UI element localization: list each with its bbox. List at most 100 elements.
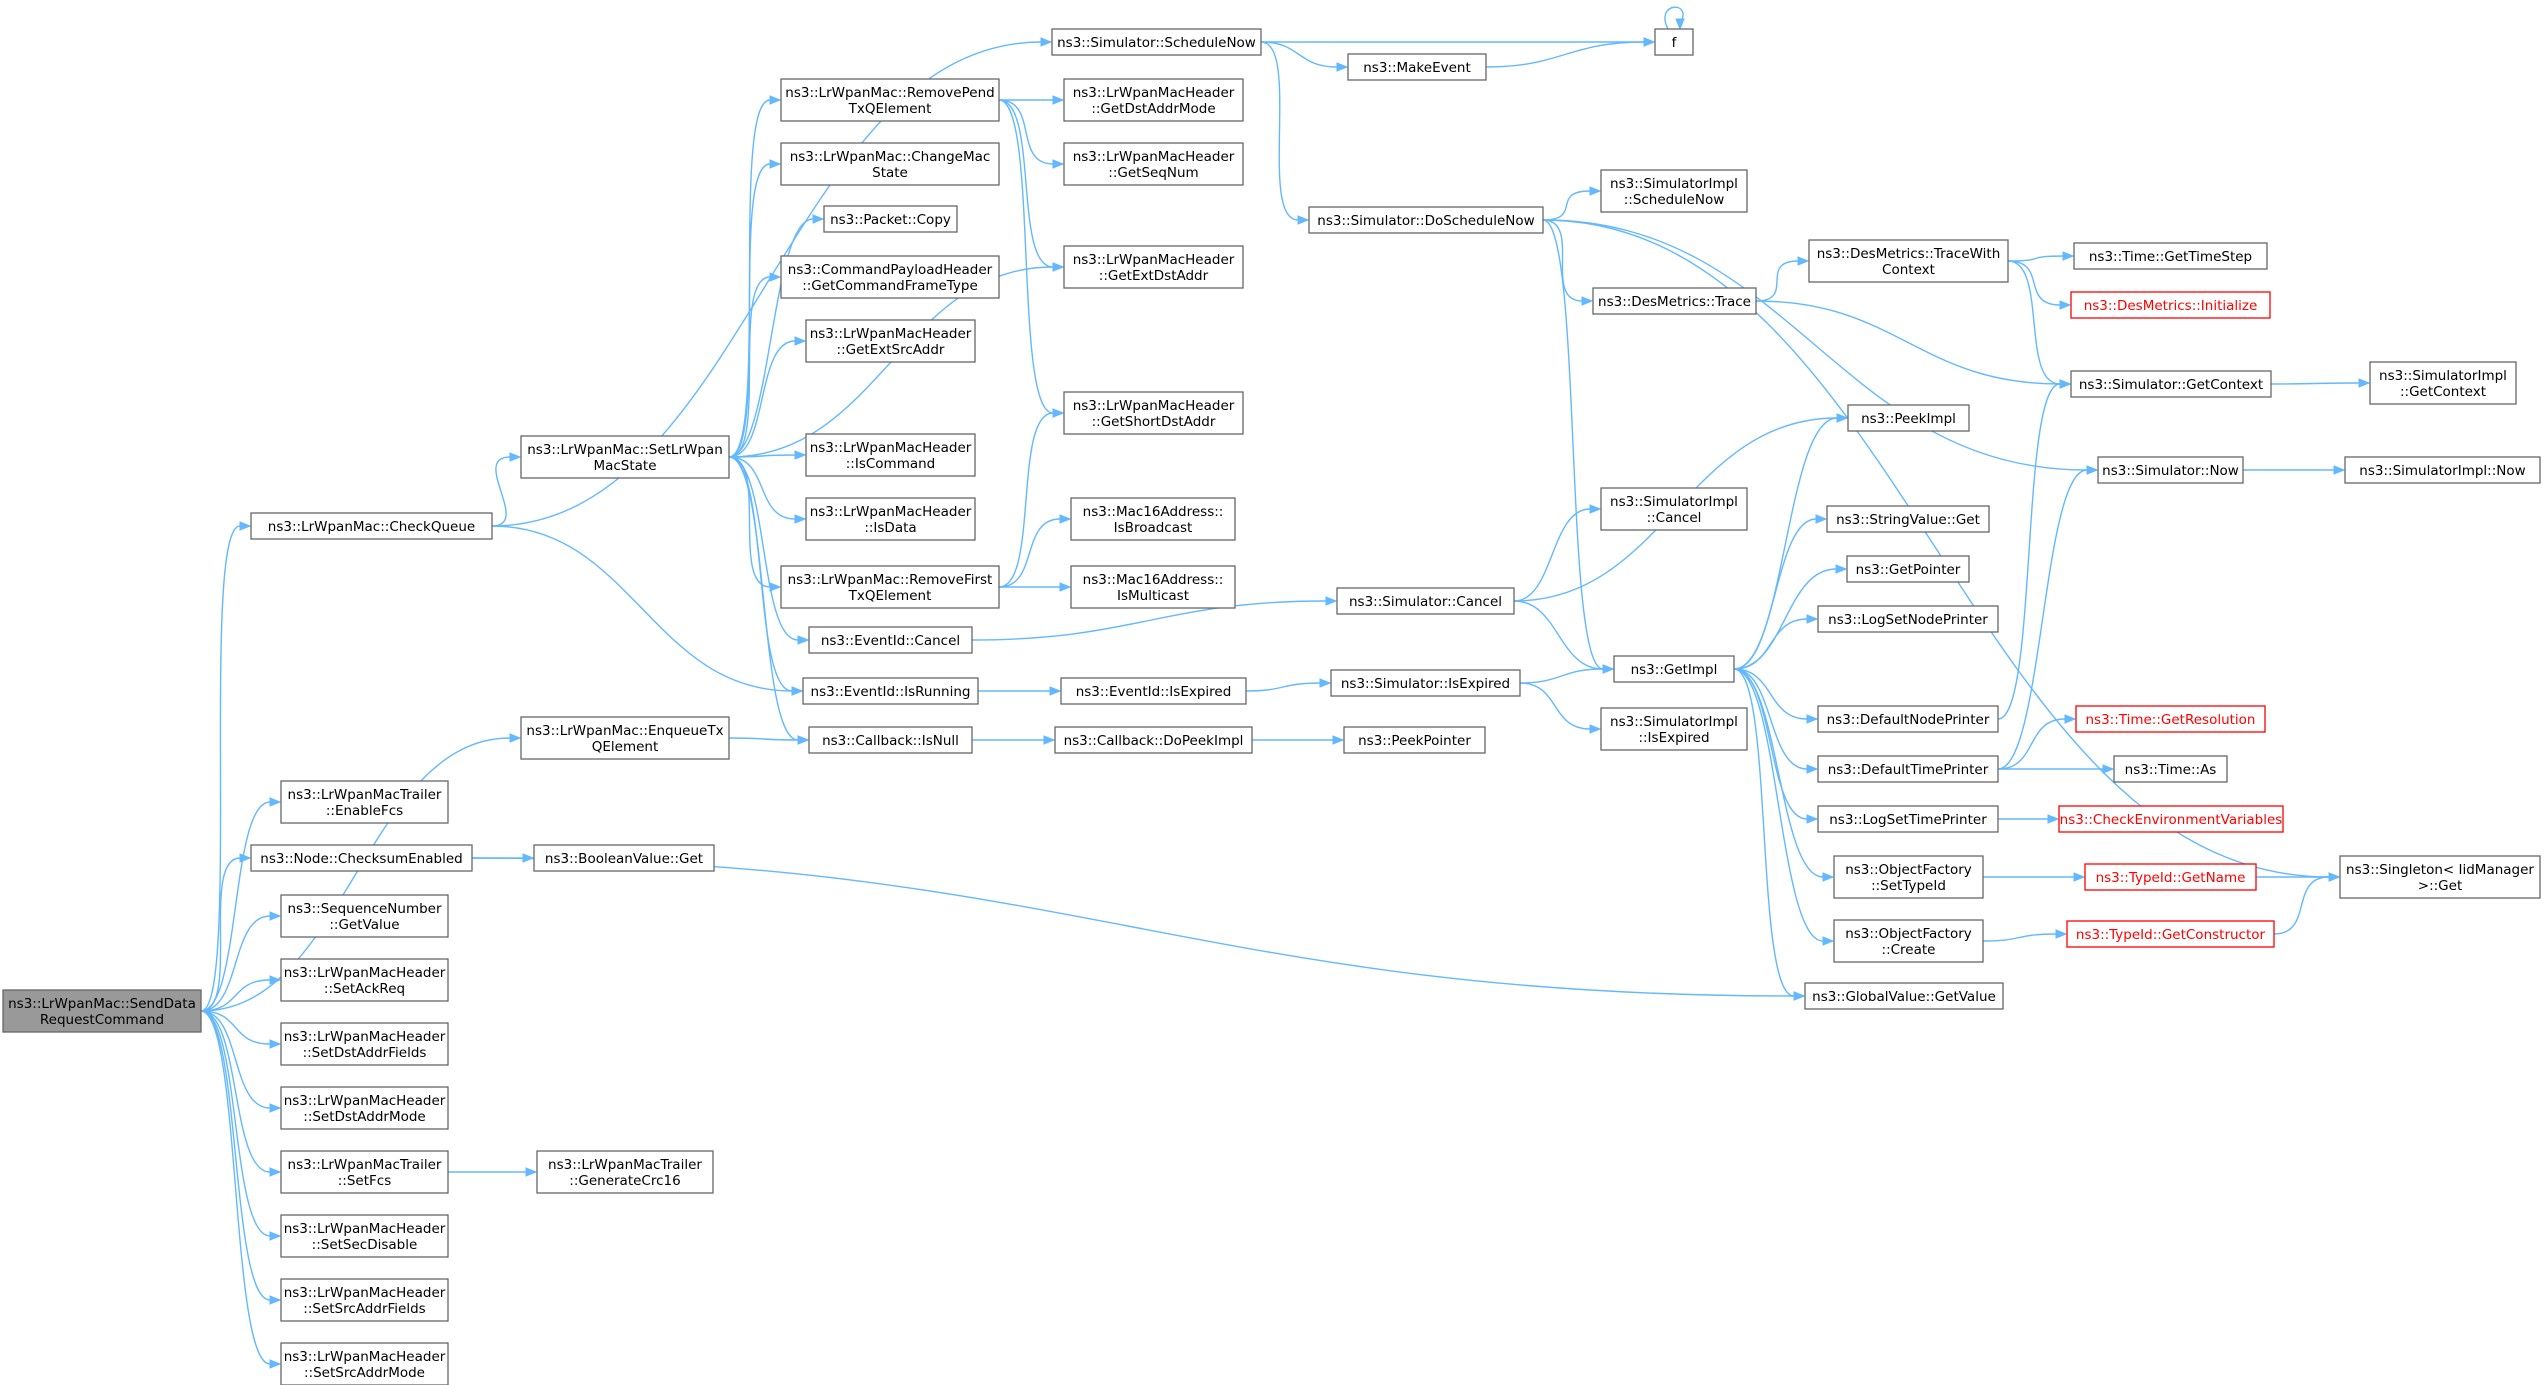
node-seqgetvalue[interactable]: ns3::SequenceNumber::GetValue [280,894,449,938]
call-edge-root-to-setsecdisable [200,1010,282,1241]
node-getdstmode[interactable]: ns3::LrWpanMacHeader::GetDstAddrMode [1063,78,1244,122]
node-iscommand[interactable]: ns3::LrWpanMacHeader::IsCommand [805,433,976,477]
node-setdstmode[interactable]: ns3::LrWpanMacHeader::SetDstAddrMode [280,1086,449,1130]
node-simisexpired[interactable]: ns3::Simulator::IsExpired [1330,669,1521,697]
node-simnow[interactable]: ns3::Simulator::Now [2097,456,2244,484]
edge-line [1542,219,1604,670]
node-evisrunning[interactable]: ns3::EventId::IsRunning [802,677,979,705]
node-gettimestep[interactable]: ns3::Time::GetTimeStep [2073,242,2268,270]
node-singletonget[interactable]: ns3::Singleton< IidManager>::Get [2339,855,2541,899]
node-implnow[interactable]: ns3::SimulatorImpl::Now [2344,456,2541,484]
node-getpointer[interactable]: ns3::GetPointer [1846,555,1970,583]
node-logsettime[interactable]: ns3::LogSetTimePrinter [1817,805,1999,833]
node-peekimpl[interactable]: ns3::PeekImpl [1847,404,1970,432]
node-pktcopy[interactable]: ns3::Packet::Copy [823,205,958,233]
edge-line [200,801,271,1012]
node-strvalget[interactable]: ns3::StringValue::Get [1826,505,1990,533]
node-simcancel[interactable]: ns3::Simulator::Cancel [1336,587,1515,615]
edge-line [1733,518,1817,670]
edge-arrowhead [1589,724,1602,734]
node-gencrc[interactable]: ns3::LrWpanMacTrailer::GenerateCrc16 [536,1150,714,1194]
node-cmdframe[interactable]: ns3::CommandPayloadHeader::GetCommandFra… [780,255,1000,299]
node-gvgetvalue[interactable]: ns3::GlobalValue::GetValue [1804,982,2004,1010]
node-evcancel[interactable]: ns3::EventId::Cancel [808,626,973,654]
node-isbroadcast[interactable]: ns3::Mac16Address::IsBroadcast [1070,497,1236,541]
node-deftimeprinter[interactable]: ns3::DefaultTimePrinter [1817,755,1999,783]
edge-line [200,737,511,1012]
node-box [1808,239,2009,283]
node-label: ns3::ObjectFactory [1845,926,1972,942]
node-getextdst[interactable]: ns3::LrWpanMacHeader::GetExtDstAddr [1063,245,1244,289]
node-label: ::IsCommand [846,456,936,472]
edge-line [200,1010,271,1173]
call-edge-checkqueue-to-evisrunning [491,525,804,696]
node-logsetnode[interactable]: ns3::LogSetNodePrinter [1817,605,1999,633]
node-checkenv[interactable]: ns3::CheckEnvironmentVariables [2058,805,2284,833]
node-typeidgetname[interactable]: ns3::TypeId::GetName [2084,863,2257,891]
node-ofcreate[interactable]: ns3::ObjectFactory::Create [1833,919,1984,963]
node-enablefcs[interactable]: ns3::LrWpanMacTrailer::EnableFcs [280,780,449,824]
node-getseqnum[interactable]: ns3::LrWpanMacHeader::GetSeqNum [1063,142,1244,186]
call-edge-setlrwpan-to-iscommand [728,450,807,460]
node-timeas[interactable]: ns3::Time::As [2113,755,2228,783]
node-implisexpired[interactable]: ns3::SimulatorImpl::IsExpired [1600,707,1748,751]
node-setfcs[interactable]: ns3::LrWpanMacTrailer::SetFcs [280,1150,449,1194]
node-makeevent[interactable]: ns3::MakeEvent [1347,53,1487,81]
node-implcancel[interactable]: ns3::SimulatorImpl::Cancel [1600,487,1748,531]
node-implschednow[interactable]: ns3::SimulatorImpl::ScheduleNow [1600,169,1748,213]
node-label: ns3::BooleanValue::Get [545,851,703,867]
node-implgetcontext[interactable]: ns3::SimulatorImpl::GetContext [2369,361,2517,405]
node-box [2084,863,2257,891]
node-label: ::SetSecDisable [312,1237,418,1253]
node-cbisnull[interactable]: ns3::Callback::IsNull [808,726,973,754]
call-edge-cbisnull-to-cbdopeek [971,735,1056,745]
node-checkqueue[interactable]: ns3::LrWpanMac::CheckQueue [250,512,493,540]
node-label: ::SetAckReq [324,981,405,997]
node-label: ns3::LrWpanMac::RemovePend [785,85,994,101]
node-ismulticast[interactable]: ns3::Mac16Address::IsMulticast [1070,565,1236,609]
node-getshortdst[interactable]: ns3::LrWpanMacHeader::GetShortDstAddr [1063,391,1244,435]
node-getimpl[interactable]: ns3::GetImpl [1613,655,1735,683]
node-evisexpired[interactable]: ns3::EventId::IsExpired [1060,677,1247,705]
node-getextsrc[interactable]: ns3::LrWpanMacHeader::GetExtSrcAddr [805,319,976,363]
node-simgetcontext[interactable]: ns3::Simulator::GetContext [2070,370,2272,398]
edge-arrowhead [269,1295,282,1305]
edge-line [1982,933,2057,942]
node-box [250,512,493,540]
node-f[interactable]: f [1654,28,1694,56]
node-setsrcfields[interactable]: ns3::LrWpanMacHeader::SetSrcAddrFields [280,1278,449,1322]
node-label: >::Get [2418,878,2462,894]
edge-arrowhead [1602,664,1615,674]
node-getresolution[interactable]: ns3::Time::GetResolution [2075,705,2266,733]
node-boolget[interactable]: ns3::BooleanValue::Get [533,844,715,872]
node-peekpointer[interactable]: ns3::PeekPointer [1343,726,1486,754]
node-cbdopeek[interactable]: ns3::Callback::DoPeekImpl [1054,726,1253,754]
node-box [2339,855,2541,899]
node-ofsettypeid[interactable]: ns3::ObjectFactory::SetTypeId [1833,855,1984,899]
node-box [1833,919,1984,963]
node-isdata[interactable]: ns3::LrWpanMacHeader::IsData [805,497,976,541]
node-doschednow[interactable]: ns3::Simulator::DoScheduleNow [1308,206,1544,234]
node-setackreq[interactable]: ns3::LrWpanMacHeader::SetAckReq [280,958,449,1002]
edge-arrowhead [1297,215,1310,225]
node-setsrcmode[interactable]: ns3::LrWpanMacHeader::SetSrcAddrMode [280,1342,449,1385]
node-checksum[interactable]: ns3::Node::ChecksumEnabled [250,844,473,872]
node-typeidgetctor[interactable]: ns3::TypeId::GetConstructor [2066,920,2275,948]
node-destrace[interactable]: ns3::DesMetrics::Trace [1592,287,1757,315]
node-defnodeprinter[interactable]: ns3::DefaultNodePrinter [1817,705,1999,733]
node-setdstfields[interactable]: ns3::LrWpanMacHeader::SetDstAddrFields [280,1022,449,1066]
edge-arrowhead [797,735,810,745]
node-setsecdisable[interactable]: ns3::LrWpanMacHeader::SetSecDisable [280,1214,449,1258]
edge-line [200,1010,271,1365]
node-box [805,433,976,477]
node-desinit[interactable]: ns3::DesMetrics::Initialize [2070,291,2271,319]
node-schednow[interactable]: ns3::Simulator::ScheduleNow [1051,28,1262,56]
node-box [2070,291,2271,319]
edge-arrowhead [1332,735,1345,745]
